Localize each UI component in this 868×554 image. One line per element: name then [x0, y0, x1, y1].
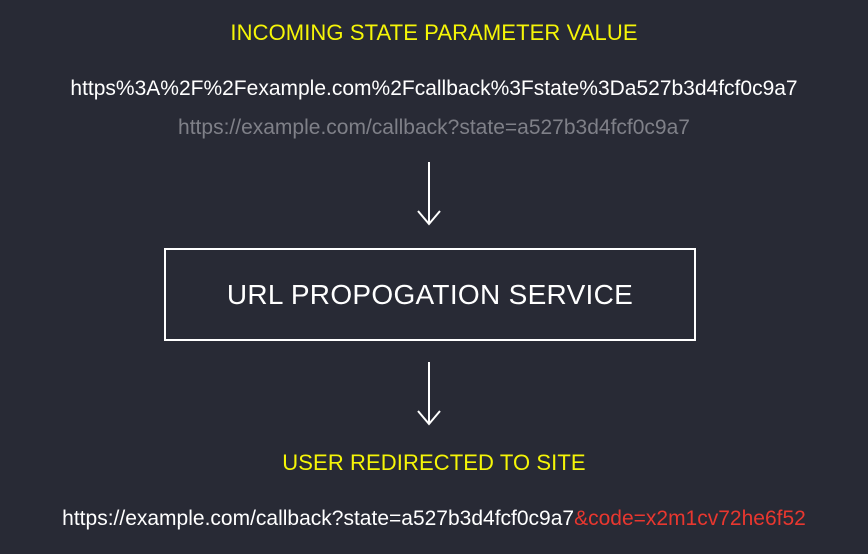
arrow-down-icon — [417, 362, 441, 426]
outgoing-heading: USER REDIRECTED TO SITE — [282, 450, 586, 475]
redirect-url: https://example.com/callback?state=a527b… — [0, 507, 868, 531]
url-propagation-service-box: URL PROPOGATION SERVICE — [164, 248, 696, 341]
decoded-url: https://example.com/callback?state=a527b… — [178, 116, 690, 139]
arrow-down-icon — [417, 162, 441, 226]
service-label: URL PROPOGATION SERVICE — [226, 278, 634, 310]
redirect-url-base: https://example.com/callback?state=a527b… — [62, 507, 575, 530]
incoming-heading: INCOMING STATE PARAMETER VALUE — [230, 20, 638, 45]
encoded-url: https%3A%2F%2Fexample.com%2Fcallback%3Fs… — [70, 77, 798, 100]
appended-code-param: &code=x2m1cv72he6f52 — [574, 507, 806, 530]
